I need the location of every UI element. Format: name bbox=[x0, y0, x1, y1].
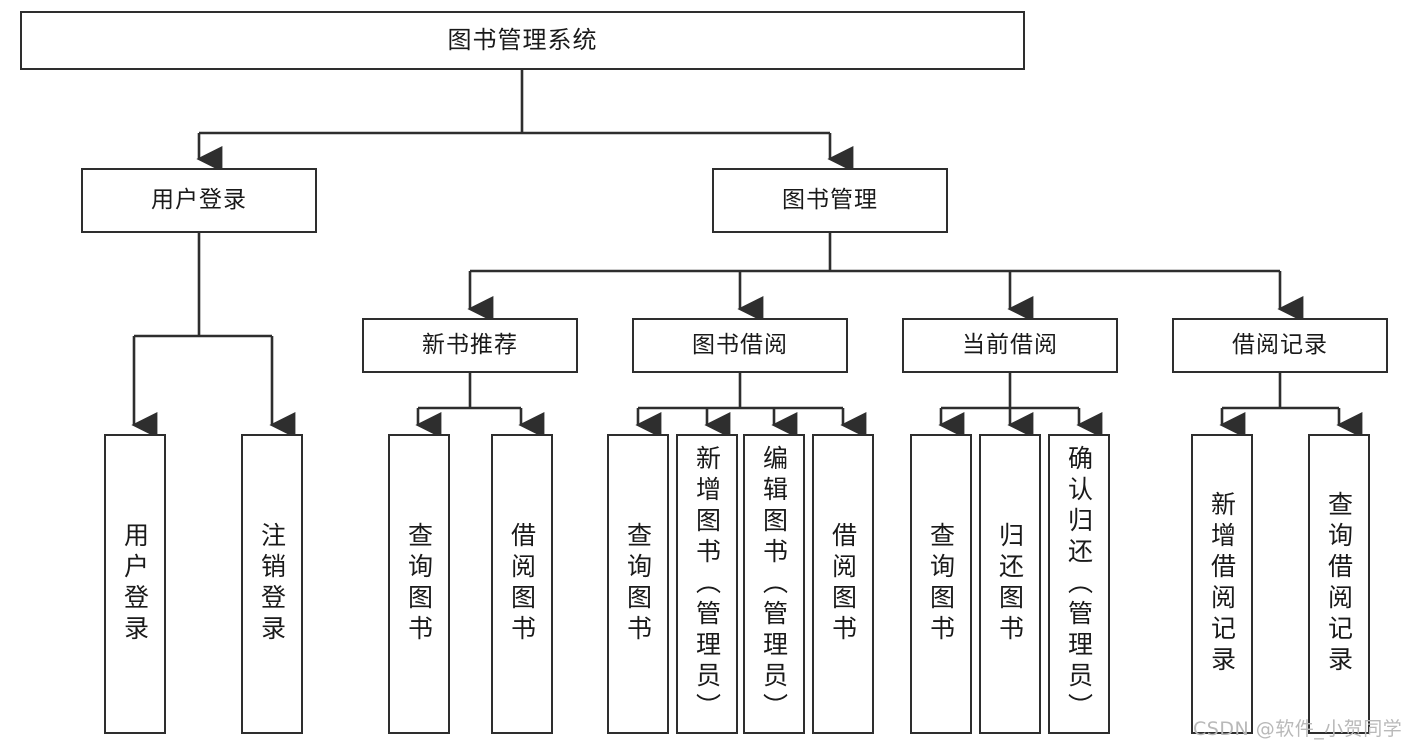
node-new-book-recommend-label: 新书推荐 bbox=[422, 331, 518, 358]
leaf-new-book-query-label: 查询图书 bbox=[404, 522, 434, 646]
node-root-label: 图书管理系统 bbox=[447, 26, 598, 55]
leaf-current-query-book-label: 查询图书 bbox=[926, 522, 956, 646]
node-user-login-label: 用户登录 bbox=[151, 186, 247, 213]
watermark: CSDN @软件_小贺同学 bbox=[1193, 718, 1403, 740]
node-new-book-recommend[interactable]: 新书推荐 bbox=[362, 318, 578, 373]
node-book-management[interactable]: 图书管理 bbox=[712, 168, 948, 233]
leaf-add-book-admin[interactable]: 新增图书（管理员） bbox=[676, 434, 738, 734]
leaf-logout-label: 注销登录 bbox=[257, 522, 287, 646]
leaf-add-book-admin-label: 新增图书（管理员） bbox=[692, 444, 722, 724]
leaf-new-book-borrow-label: 借阅图书 bbox=[507, 522, 537, 646]
node-book-management-label: 图书管理 bbox=[782, 186, 878, 213]
leaf-edit-book-admin-label: 编辑图书（管理员） bbox=[759, 444, 789, 724]
leaf-borrow-book[interactable]: 借阅图书 bbox=[812, 434, 874, 734]
leaf-borrow-book-label: 借阅图书 bbox=[828, 522, 858, 646]
leaf-user-login-label: 用户登录 bbox=[120, 522, 150, 646]
leaf-return-book-label: 归还图书 bbox=[995, 522, 1025, 646]
leaf-add-borrow-record[interactable]: 新增借阅记录 bbox=[1191, 434, 1253, 734]
node-book-borrow[interactable]: 图书借阅 bbox=[632, 318, 848, 373]
leaf-new-book-borrow[interactable]: 借阅图书 bbox=[491, 434, 553, 734]
leaf-add-borrow-record-label: 新增借阅记录 bbox=[1207, 491, 1237, 677]
leaf-edit-book-admin[interactable]: 编辑图书（管理员） bbox=[743, 434, 805, 734]
leaf-borrow-query-book[interactable]: 查询图书 bbox=[607, 434, 669, 734]
leaf-logout[interactable]: 注销登录 bbox=[241, 434, 303, 734]
node-current-borrow[interactable]: 当前借阅 bbox=[902, 318, 1118, 373]
node-current-borrow-label: 当前借阅 bbox=[962, 331, 1058, 358]
leaf-confirm-return-admin[interactable]: 确认归还（管理员） bbox=[1048, 434, 1110, 734]
node-root[interactable]: 图书管理系统 bbox=[20, 11, 1025, 70]
leaf-return-book[interactable]: 归还图书 bbox=[979, 434, 1041, 734]
leaf-query-borrow-record[interactable]: 查询借阅记录 bbox=[1308, 434, 1370, 734]
leaf-confirm-return-admin-label: 确认归还（管理员） bbox=[1064, 444, 1094, 724]
node-book-borrow-label: 图书借阅 bbox=[692, 331, 788, 358]
leaf-query-borrow-record-label: 查询借阅记录 bbox=[1324, 491, 1354, 677]
node-borrow-record-label: 借阅记录 bbox=[1232, 331, 1328, 358]
node-user-login[interactable]: 用户登录 bbox=[81, 168, 317, 233]
node-borrow-record[interactable]: 借阅记录 bbox=[1172, 318, 1388, 373]
leaf-new-book-query[interactable]: 查询图书 bbox=[388, 434, 450, 734]
leaf-user-login[interactable]: 用户登录 bbox=[104, 434, 166, 734]
leaf-current-query-book[interactable]: 查询图书 bbox=[910, 434, 972, 734]
leaf-borrow-query-book-label: 查询图书 bbox=[623, 522, 653, 646]
